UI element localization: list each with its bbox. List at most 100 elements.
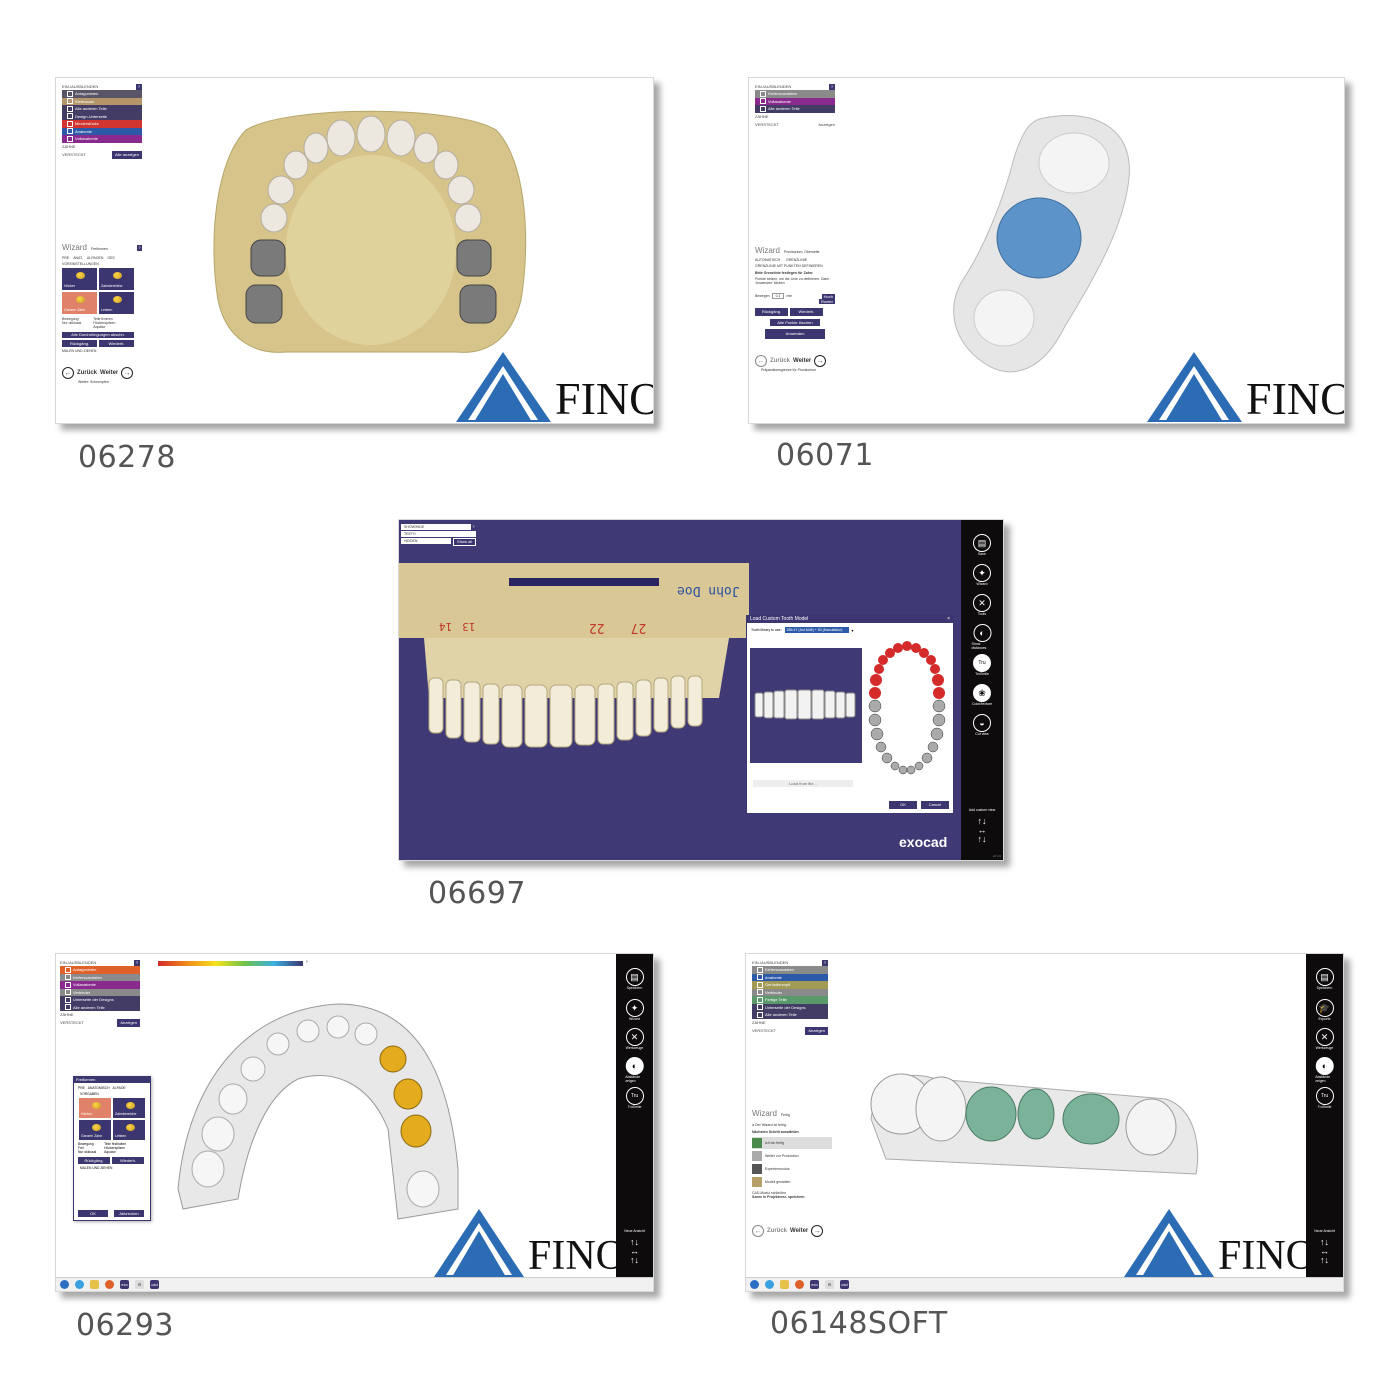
section-hidden[interactable]: VERSTECKT [755, 121, 780, 127]
undo-button[interactable]: Rückgäng. [62, 340, 97, 347]
scale-expand-icon[interactable]: › [306, 959, 308, 965]
section-teeth[interactable]: ZÄHNE [755, 113, 769, 119]
firefox-icon[interactable] [795, 1280, 804, 1289]
show-all-button[interactable]: Anzeigen [805, 1026, 828, 1035]
layer-toggle[interactable]: Fertige Teile [752, 996, 828, 1004]
layer-toggle[interactable]: Vollanatomie [755, 97, 835, 105]
lower-jaw-model[interactable] [168, 999, 468, 1229]
tab-anatomic[interactable]: ANATOMISCH [87, 1086, 110, 1090]
layer-toggle[interactable]: Anatomie [62, 127, 142, 135]
section-paint-drag[interactable]: MALEN UND ZIEHEN [62, 349, 97, 353]
section-teeth[interactable]: ZÄHNE [60, 1012, 74, 1017]
settings-icon[interactable]: ⚙ [135, 1280, 144, 1289]
section-paint-drag[interactable]: MALEN UND ZIEHEN [80, 1166, 113, 1170]
bridge-model[interactable] [866, 1059, 1206, 1189]
close-icon[interactable]: × [947, 616, 950, 622]
tile-ridges[interactable]: Leisten [113, 1120, 145, 1140]
layer-toggle[interactable]: Alle anderen Teile [62, 105, 142, 113]
tab-automatic[interactable]: AUTOMATISCH [755, 258, 781, 262]
hidden-row[interactable]: HIDDEN [401, 538, 452, 544]
tooth-chart[interactable] [865, 638, 950, 783]
layer-toggle[interactable]: Unterseite der Designs [752, 1003, 828, 1011]
firefox-icon[interactable] [105, 1280, 114, 1289]
upper-jaw-model[interactable] [206, 100, 536, 360]
layer-toggle[interactable]: Kieferscandaten [752, 966, 828, 974]
cancel-button[interactable]: Cancel [921, 801, 949, 809]
settings-icon[interactable]: ⚙ [825, 1280, 834, 1289]
option-expert[interactable]: Expertenmodus [752, 1163, 832, 1175]
panel-header[interactable]: EIN-/AUSBLENDEN [752, 960, 789, 965]
back-button[interactable]: Zurück [767, 1228, 788, 1234]
browser-icon[interactable] [75, 1280, 84, 1289]
tile-cusps[interactable]: Höcker [62, 268, 97, 290]
next-arrow-icon[interactable]: → [121, 367, 134, 379]
option-production[interactable]: Weiter zur Produktion [752, 1150, 832, 1162]
tile-cusps[interactable]: Höcker [79, 1098, 111, 1118]
tools-button[interactable]: ✕Tools [973, 594, 991, 616]
layer-toggle[interactable]: Antagonisten [62, 90, 142, 98]
layer-toggle[interactable]: Verbinder [60, 988, 140, 996]
layer-toggle[interactable]: Vollanatomie [60, 981, 140, 989]
show-hide-row[interactable]: SHOW/HIDE? [401, 524, 476, 530]
model-with-base[interactable] [399, 558, 749, 758]
tab-pre[interactable]: PRE [78, 1086, 85, 1090]
movement-checkbox[interactable]: Nur okklusal [62, 321, 82, 325]
tooth-preparation-model[interactable] [944, 108, 1144, 388]
next-button[interactable]: Weiter [790, 1228, 809, 1234]
tab-margin[interactable]: GRENZLINIE [786, 258, 808, 262]
next-button[interactable]: Weiter [793, 358, 812, 364]
panel-header[interactable]: EIN-/AUSBLENDEN [755, 84, 792, 89]
show-distances-button[interactable]: ◐Abstände zeigen [1315, 1057, 1334, 1083]
delete-all-points-button[interactable]: Alle Punkte löschen [770, 319, 820, 326]
undo-button[interactable]: Rückgäng. [78, 1157, 110, 1164]
view-arrows-icon[interactable]: ↑↓↔↑↓ [630, 1237, 639, 1265]
save-button[interactable]: ▤Speichern [1315, 968, 1334, 990]
save-button[interactable]: ▤Save [973, 534, 991, 556]
export-button[interactable]: 🎓Exporte [1315, 999, 1334, 1021]
tools-button[interactable]: ✕Werkzeuge [625, 1028, 644, 1050]
remove-intersections-button[interactable]: Alle Durchdringungen abschn. [62, 332, 134, 338]
redo-button[interactable]: Wiederh. [99, 340, 134, 347]
next-button[interactable]: Weiter [100, 370, 119, 376]
save-scene-checkbox[interactable]: Szene in Projektverz. speichern [752, 1195, 805, 1199]
section-teeth[interactable]: ZÄHNE [62, 143, 76, 149]
cad-app-icon[interactable]: cad [840, 1280, 849, 1289]
tab-adjust[interactable]: AI-PAOE [112, 1086, 126, 1090]
library-select[interactable]: 285-47 (Ant Md5) + 50 (Manufaktur) [784, 627, 849, 633]
tile-whole-tooth[interactable]: Ganzen Zahn [79, 1120, 111, 1140]
back-arrow-icon[interactable]: ← [752, 1225, 764, 1237]
start-icon[interactable] [750, 1280, 759, 1289]
show-all-button[interactable]: Alle anzeigen [111, 150, 142, 159]
view-arrows-icon[interactable]: ↑↓↔↑↓ [1320, 1237, 1329, 1265]
cad-app-icon[interactable]: cad [150, 1280, 159, 1289]
show-distances-button[interactable]: ◐Abstände zeigen [625, 1057, 644, 1083]
down-button[interactable]: Runter [818, 299, 835, 304]
section-teeth[interactable]: ZÄHNE [752, 1019, 766, 1025]
view-arrows-icon[interactable]: ↑↓↔↑↓ [977, 816, 987, 844]
layer-toggle[interactable]: Alle anderen Teile [752, 1011, 828, 1019]
tile-whole-tooth[interactable]: Ganzen Zahn [62, 292, 97, 314]
show-all-button[interactable]: Show all [453, 538, 476, 546]
next-arrow-icon[interactable]: → [814, 355, 827, 367]
back-arrow-icon[interactable]: ← [62, 367, 74, 379]
tile-ridges[interactable]: Leisten [99, 292, 134, 314]
show-all-button[interactable]: Anzeigen [117, 1019, 140, 1027]
undo-button[interactable]: Rückgäng. [755, 308, 788, 316]
tab-anat[interactable]: ANAT. [73, 256, 83, 260]
next-arrow-icon[interactable]: → [811, 1225, 824, 1237]
help-button[interactable]: ? [136, 83, 142, 90]
section-presets[interactable]: VOREINSTELLUNGEN [62, 262, 99, 266]
exo-app-icon[interactable]: exo [120, 1280, 129, 1289]
fix-equator-checkbox[interactable]: Äquator [93, 325, 106, 329]
fix-cusp-checkbox[interactable]: Höckerspitzen [93, 321, 116, 325]
panel-header[interactable]: EIN-/AUSBLENDEN [60, 960, 97, 965]
layer-toggle[interactable]: Anatomie [752, 973, 828, 981]
layer-toggle[interactable]: Unterseite der Designs [60, 996, 140, 1004]
folder-icon[interactable] [780, 1280, 789, 1289]
tab-anpassen[interactable]: AI-PAOEN [86, 256, 104, 260]
wizard-button[interactable]: ✦Wizard [973, 564, 991, 586]
tab-ges[interactable]: GES [107, 256, 115, 260]
layer-toggle[interactable]: Alle anderen Teile [60, 1003, 140, 1011]
cancel-button[interactable]: Abbrechen [114, 1210, 144, 1217]
